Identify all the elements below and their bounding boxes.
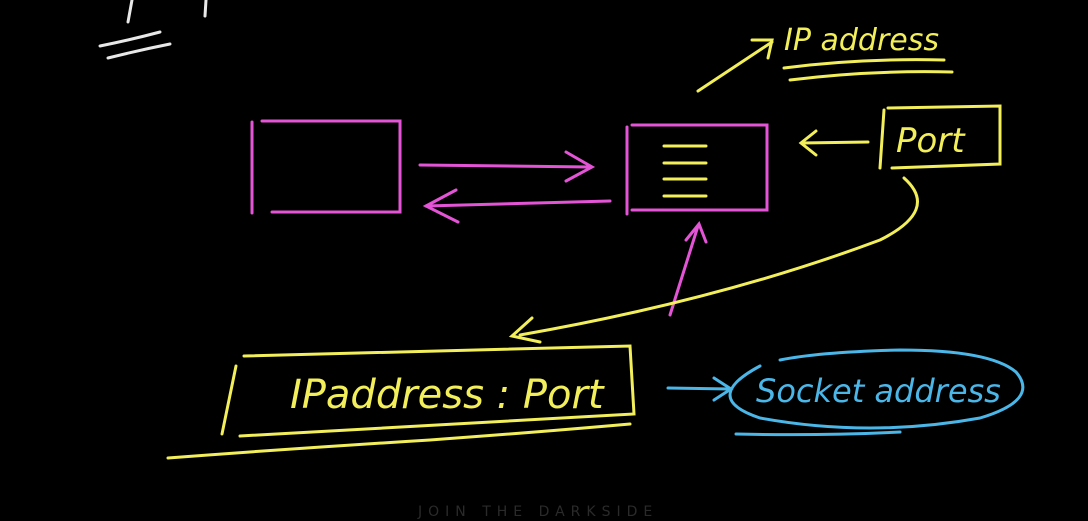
port-box xyxy=(878,104,1002,170)
socket-address-ellipse xyxy=(728,348,1025,437)
ip-address-arrow xyxy=(696,38,774,93)
socket-address-arrow xyxy=(666,376,734,402)
ip-address-underline xyxy=(782,58,954,82)
server-box xyxy=(625,123,769,216)
port-label: Port xyxy=(896,121,966,161)
socket-to-server-arrow xyxy=(668,221,708,317)
request-arrow xyxy=(418,150,596,183)
ip-address-label: IP address xyxy=(784,23,939,58)
socket-box xyxy=(166,344,636,460)
ip-port-label: IPaddress : Port xyxy=(290,372,605,418)
white-scribble-top-left xyxy=(98,0,208,60)
response-arrow xyxy=(422,188,612,224)
port-to-server-arrow xyxy=(798,129,870,157)
server-data-lines xyxy=(662,144,708,198)
watermark: JOIN THE DARKSIDE xyxy=(417,504,658,520)
client-box xyxy=(250,119,402,215)
socket-address-label: Socket address xyxy=(756,372,1001,410)
port-to-socket-curve xyxy=(508,176,919,344)
